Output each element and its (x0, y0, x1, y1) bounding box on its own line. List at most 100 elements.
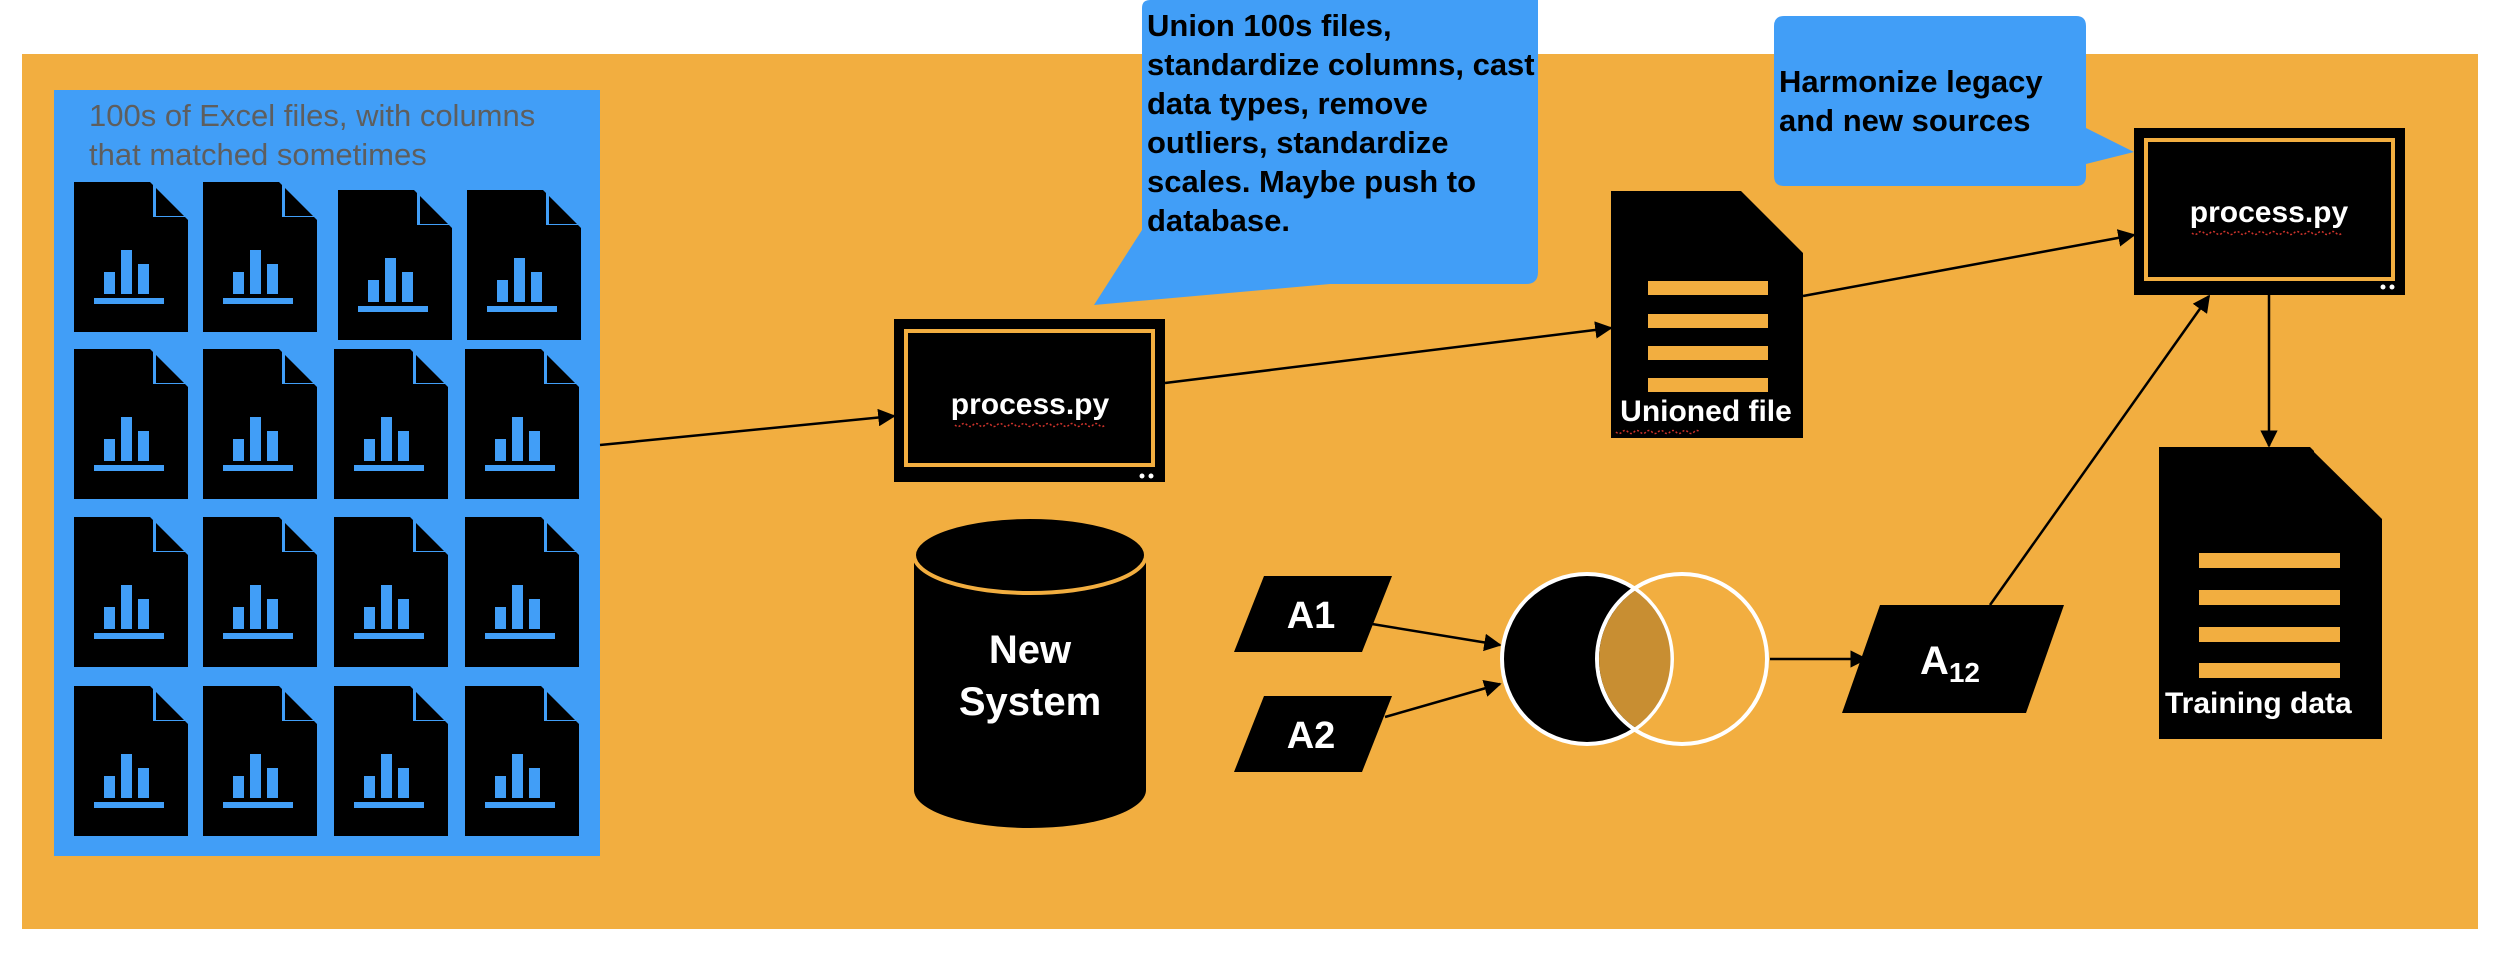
arrow-excel-to-process (599, 408, 896, 447)
bar-chart-icon-bar (368, 280, 379, 302)
database-cylinder: New System (912, 515, 1148, 828)
excel-file-icon (74, 349, 188, 499)
process-2-label: process.py (2190, 196, 2349, 229)
bar-chart-icon-bar (402, 272, 413, 302)
bar-chart-icon-bar (381, 754, 392, 798)
callout-left-line-5: scales. Maybe push to (1147, 164, 1476, 199)
excel-file-icon (203, 517, 317, 667)
bar-chart-icon-bar (104, 272, 115, 294)
bar-chart-icon-bar (233, 272, 244, 294)
training-data-document: Training data (2159, 447, 2386, 739)
venn-diagram (1500, 572, 1769, 746)
bar-chart-icon-baseline (223, 298, 293, 304)
a12-parallelogram: A12 (1842, 605, 2064, 713)
bar-chart-icon-bar (121, 250, 132, 294)
callout-left-line-6: database. (1147, 203, 1290, 238)
callout-left-line-2: standardize columns, cast (1147, 47, 1535, 82)
database-label-line2: System (959, 680, 1101, 724)
connectors (599, 229, 2278, 719)
bar-chart-icon-bar (364, 607, 375, 629)
bar-chart-icon-bar (398, 768, 409, 798)
callout-left-line-1: Union 100s files, (1147, 8, 1392, 43)
bar-chart-icon-baseline (94, 802, 164, 808)
bar-chart-icon-baseline (94, 298, 164, 304)
bar-chart-icon-bar (495, 776, 506, 798)
arrow-a12-to-process2 (1988, 294, 2211, 606)
bar-chart-icon-bar (104, 776, 115, 798)
excel-caption-line2: that matched sometimes (89, 137, 427, 172)
a12-label: A (1920, 639, 1949, 683)
excel-file-icon (334, 349, 448, 499)
callout-left-line-4: outliers, standardize (1147, 125, 1448, 160)
bar-chart-icon-bar (138, 431, 149, 461)
bar-chart-icon-baseline (223, 802, 293, 808)
svg-text:A12: A12 (1920, 639, 1980, 688)
unioned-file-document: Unioned file (1611, 191, 1808, 438)
bar-chart-icon-bar (267, 431, 278, 461)
excel-file-icon (467, 190, 581, 340)
a1-parallelogram: A1 (1234, 576, 1392, 652)
process-1-label: process.py (951, 388, 1110, 421)
excel-file-icon (203, 182, 317, 332)
excel-file-icon (334, 686, 448, 836)
bar-chart-icon-baseline (354, 633, 424, 639)
callout-right: Harmonize legacy and new sources (1774, 16, 2134, 186)
bar-chart-icon-bar (233, 439, 244, 461)
bar-chart-icon-bar (531, 272, 542, 302)
callout-right-line-2: and new sources (1779, 103, 2031, 138)
excel-file-icon (74, 182, 188, 332)
bar-chart-icon-bar (121, 417, 132, 461)
bar-chart-icon-bar (364, 776, 375, 798)
bar-chart-icon-baseline (94, 633, 164, 639)
bar-chart-icon-baseline (487, 306, 557, 312)
bar-chart-icon-bar (104, 439, 115, 461)
bar-chart-icon-baseline (358, 306, 428, 312)
svg-text:Union 100s files, standa: Union 100s files, standardize columns, c… (1147, 8, 1543, 238)
process-2-spell-underline (2191, 230, 2343, 236)
arrow-a2-to-venn (1384, 679, 1502, 719)
excel-caption-line1: 100s of Excel files, with columns (89, 98, 535, 133)
bar-chart-icon-bar (104, 607, 115, 629)
bar-chart-icon-bar (514, 258, 525, 302)
excel-file-icon (334, 517, 448, 667)
bar-chart-icon-bar (121, 754, 132, 798)
bar-chart-icon-bar (381, 585, 392, 629)
bar-chart-icon-baseline (485, 465, 555, 471)
excel-file-icon (465, 349, 579, 499)
bar-chart-icon-bar (512, 585, 523, 629)
bar-chart-icon-bar (398, 431, 409, 461)
process-1-spell-underline (954, 422, 1106, 428)
excel-file-icon (338, 190, 452, 340)
unioned-file-label: Unioned file (1620, 395, 1792, 428)
svg-text:Harmonize legacy and new: Harmonize legacy and new sources (1779, 64, 2051, 138)
bar-chart-icon-bar (138, 599, 149, 629)
bar-chart-icon-bar (267, 599, 278, 629)
a2-label: A2 (1287, 715, 1336, 757)
excel-file-icon (74, 686, 188, 836)
bar-chart-icon-baseline (223, 633, 293, 639)
bar-chart-icon-bar (267, 768, 278, 798)
excel-file-icon (74, 517, 188, 667)
process-1-monitor: process.py (894, 319, 1165, 482)
bar-chart-icon-bar (250, 585, 261, 629)
callout-left-line-3: data types, remove (1147, 86, 1428, 121)
bar-chart-icon-bar (495, 607, 506, 629)
arrow-process-to-unioned (1164, 321, 1613, 385)
a2-parallelogram: A2 (1234, 696, 1392, 772)
arrow-unioned-to-process2 (1802, 229, 2136, 298)
bar-chart-icon-bar (512, 417, 523, 461)
bar-chart-icon-bar (138, 264, 149, 294)
bar-chart-icon-bar (529, 768, 540, 798)
callout-right-line-1: Harmonize legacy (1779, 64, 2043, 99)
venn-right-circle (1595, 572, 1769, 746)
training-data-label: Training data (2165, 687, 2352, 720)
bar-chart-icon-bar (385, 258, 396, 302)
a1-label: A1 (1287, 595, 1336, 637)
a12-subscript: 12 (1949, 657, 1980, 688)
bar-chart-icon-bar (398, 599, 409, 629)
bar-chart-icon-baseline (354, 802, 424, 808)
database-label-line1: New (989, 628, 1072, 672)
excel-file-icon (203, 349, 317, 499)
bar-chart-icon-bar (495, 439, 506, 461)
venn-intersection (1599, 576, 1672, 742)
